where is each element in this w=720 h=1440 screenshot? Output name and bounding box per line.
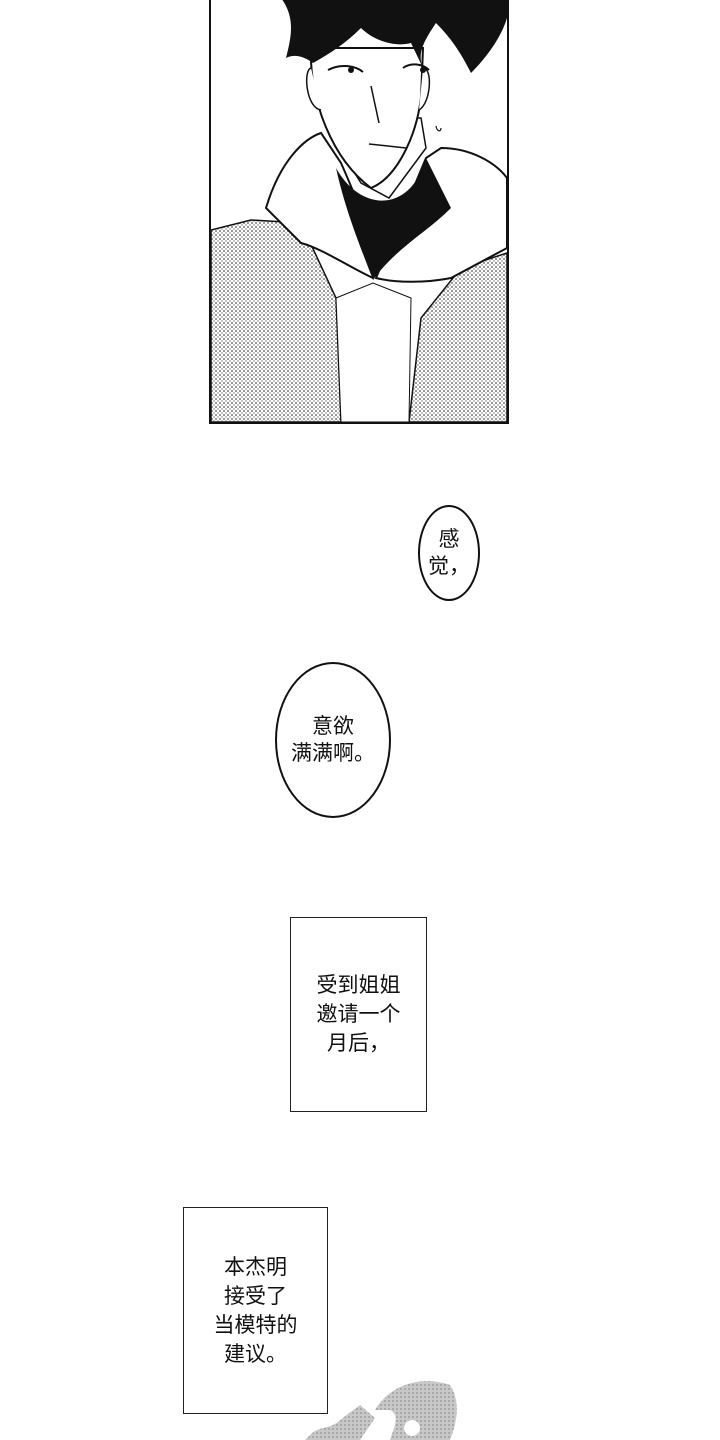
screentone-decoration bbox=[305, 1381, 457, 1440]
speech-bubble-1: 感觉， bbox=[418, 505, 480, 601]
speech-bubble-2: 意欲 满满啊。 bbox=[275, 662, 391, 818]
narration-text: 本杰明 接受了 当模特的 建议。 bbox=[213, 1254, 298, 1366]
narration-text: 受到姐姐 邀请一个 月后， bbox=[316, 973, 401, 1055]
manga-panel-character bbox=[209, 0, 509, 424]
speech-bubble-text: 感觉， bbox=[428, 527, 470, 578]
character-illustration bbox=[211, 0, 507, 422]
narration-box-1: 受到姐姐 邀请一个 月后， bbox=[290, 917, 427, 1112]
speech-bubble-text: 意欲 满满啊。 bbox=[291, 714, 375, 765]
narration-box-2: 本杰明 接受了 当模特的 建议。 bbox=[183, 1207, 328, 1414]
